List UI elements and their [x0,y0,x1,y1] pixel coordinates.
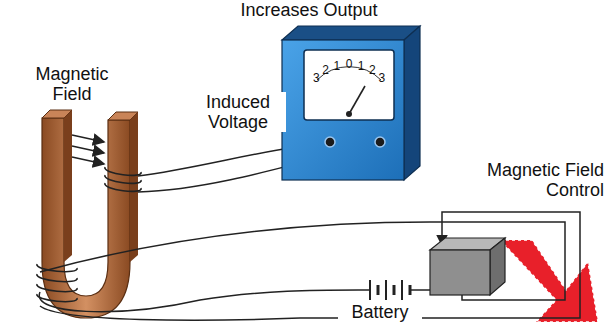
u-core [42,110,138,318]
part-label: Induced Voltage [190,92,286,132]
scale-number: 2 [369,64,376,76]
coil-turn [105,167,141,175]
scale-number: 2 [322,64,329,76]
battery-symbol [358,280,420,300]
coil-turn [37,294,77,302]
field-arrows [72,135,104,164]
coil-turn [105,175,141,183]
scale-number: 3 [313,72,320,84]
coil-turn [37,274,77,282]
scale-number: 3 [378,72,385,84]
scale-number: 0 [346,58,353,70]
coil-turn [105,183,141,191]
red-arrow-mark [500,240,598,322]
part-label: Magnetic Field [20,64,124,104]
control-box [430,238,505,295]
scale-number: 1 [358,60,365,72]
coil-turn [37,284,77,292]
part-label: Battery [338,302,422,322]
part-label: Increases Output [222,0,396,20]
part-label: Magnetic Field Control [482,160,606,200]
field-coil [37,264,77,302]
output-coil [105,167,141,191]
meter [282,26,420,180]
scale-number: 1 [334,60,341,72]
